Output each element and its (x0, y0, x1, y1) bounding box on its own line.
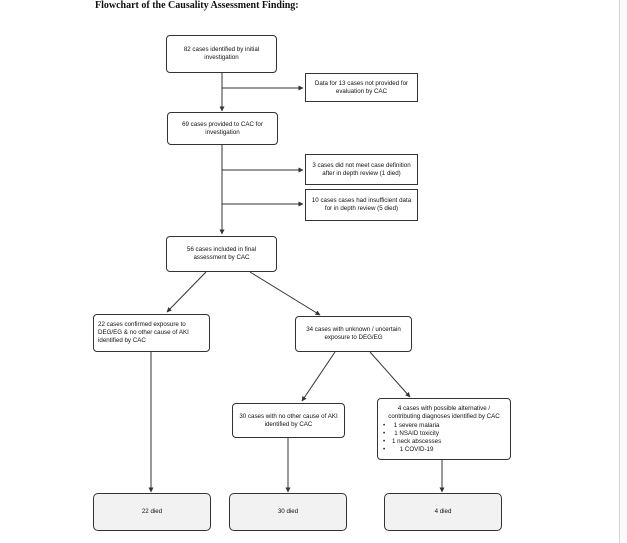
box-died-30: 30 died (229, 493, 347, 531)
box-unknown: 34 cases with unknown / uncertain exposu… (295, 316, 412, 352)
page-edge-scrollbar (619, 0, 627, 543)
box-confirmed: 22 cases confirmed exposure to DEG/EG & … (93, 314, 210, 352)
connector-final-to-confirmed (166, 271, 207, 313)
box-insufficient: 10 cases cases had insufficient data for… (305, 189, 418, 221)
box-possible: 4 cases with possible alternative / cont… (377, 398, 511, 460)
box-possible-text: 4 cases with possible alternative / cont… (388, 404, 500, 420)
box-confirmed-text: 22 cases confirmed exposure to DEG/EG & … (98, 321, 189, 344)
connector-unknown-to-no-other (301, 351, 336, 402)
box-died-22: 22 died (93, 493, 211, 531)
flowchart-title: Flowchart of the Causality Assessment Fi… (95, 0, 299, 11)
box-no-other: 30 cases with no other cause of AKI iden… (232, 403, 345, 438)
box-provided: 69 cases provided to CAC for investigati… (167, 112, 278, 145)
diagnosis-item: 1 COVID-19 (383, 446, 441, 454)
box-insufficient-text: 10 cases cases had insufficient data for… (311, 197, 412, 212)
box-died-4-text: 4 died (434, 508, 452, 516)
possible-diagnoses-list: 1 severe malaria 1 NSAID toxicity 1 neck… (382, 422, 441, 453)
box-provided-text: 69 cases provided to CAC for investigati… (182, 120, 263, 136)
box-no-other-text: 30 cases with no other cause of AKI iden… (239, 412, 338, 428)
box-died-22-text: 22 died (141, 508, 163, 516)
diagnosis-item: 1 NSAID toxicity (383, 430, 441, 438)
box-not-meet-text: 3 cases did not meet case definition aft… (312, 161, 411, 177)
box-final: 56 cases included in final assessment by… (166, 236, 277, 272)
box-identified: 82 cases identified by initial investiga… (166, 35, 277, 73)
box-final-text: 56 cases included in final assessment by… (186, 246, 257, 261)
connector-unknown-to-possible (369, 351, 411, 398)
box-died-30-text: 30 died (277, 508, 299, 516)
box-not-provided: Data for 13 cases not provided for evalu… (305, 73, 418, 102)
box-unknown-text: 34 cases with unknown / uncertain exposu… (306, 326, 401, 341)
diagnosis-item: 1 severe malaria (383, 422, 441, 430)
connector-final-to-unknown (249, 271, 321, 316)
box-not-provided-text: Data for 13 cases not provided for evalu… (314, 79, 409, 95)
box-died-4: 4 died (384, 493, 502, 531)
box-not-meet: 3 cases did not meet case definition aft… (305, 154, 418, 185)
box-identified-text: 82 cases identified by initial investiga… (183, 46, 260, 61)
diagnosis-item: 1 neck abscesses (383, 438, 441, 446)
